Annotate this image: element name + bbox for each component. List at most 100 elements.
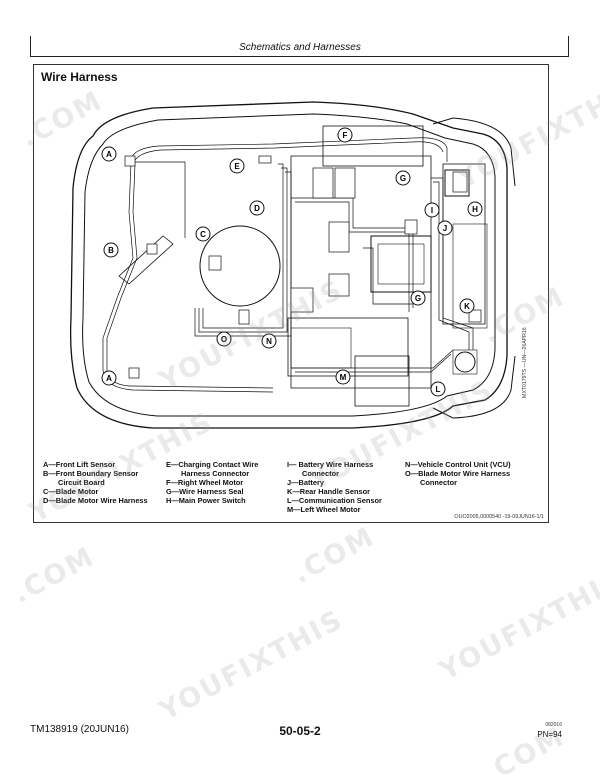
callout-b: B <box>103 242 119 258</box>
svg-text:K: K <box>464 302 470 311</box>
legend-item-b-cont: Circuit Board <box>58 478 105 487</box>
legend-item-l: L—Communication Sensor <box>287 496 382 505</box>
legend-item-h: H—Main Power Switch <box>166 496 246 505</box>
footer-pn: PN=94 <box>537 730 562 739</box>
watermark-7: .COM <box>7 541 101 610</box>
legend-column-4: N—Vehicle Control Unit (VCU) O—Blade Mot… <box>405 460 511 487</box>
footer-page-number: 50-05-2 <box>279 724 321 738</box>
callout-k: K <box>459 298 475 314</box>
vcu-box <box>287 317 409 377</box>
svg-text:G: G <box>400 174 406 183</box>
battery-inner <box>377 243 425 285</box>
wire-harness-diagram: A A B C D E F G G H I J K L M N O <box>69 101 516 429</box>
connector-e <box>258 155 272 164</box>
callout-g-top: G <box>395 170 411 186</box>
left-wheel-motor-rect <box>354 355 410 407</box>
legend-item-f: F—Right Wheel Motor <box>166 478 244 487</box>
harness-loop-outer <box>130 137 448 162</box>
figure-title: Wire Harness <box>41 70 118 84</box>
header-rule-left <box>30 36 31 56</box>
callout-n: N <box>261 333 277 349</box>
mower-outer-shell <box>69 101 508 429</box>
harness-to-d-3 <box>194 171 292 337</box>
connector-o <box>238 309 250 325</box>
callout-o: O <box>216 331 232 347</box>
watermark-10: YOUFIXTHIS <box>434 564 600 687</box>
connector-a-bottom <box>128 367 140 379</box>
legend-item-k: K—Rear Handle Sensor <box>287 487 370 496</box>
connector-f-a <box>312 167 334 199</box>
battery-block <box>370 235 432 293</box>
connector-f-b <box>334 167 356 199</box>
blade-motor-circle <box>199 225 281 307</box>
connector-left-a <box>290 287 314 313</box>
legend-item-o: O—Blade Motor Wire Harness <box>405 469 511 478</box>
front-boundary-bracket <box>118 235 174 285</box>
harness-to-d <box>202 163 284 329</box>
svg-text:O: O <box>221 335 227 344</box>
footer-small-code: 082016 <box>545 722 562 728</box>
callout-d: D <box>249 200 265 216</box>
legend-item-a: A—Front Lift Sensor <box>43 460 116 469</box>
figure-reference: OUO2005,0000540 -19-09JUN16-1/1 <box>454 514 544 520</box>
connector-h <box>452 171 468 193</box>
header-rule-right <box>568 36 569 56</box>
svg-text:A: A <box>106 150 112 159</box>
callout-e: E <box>229 158 245 174</box>
footer-doc-id: TM138919 (20JUN16) <box>30 724 129 735</box>
legend-item-e-cont: Harness Connector <box>181 469 250 478</box>
legend-item-c: C—Blade Motor <box>43 487 99 496</box>
svg-text:F: F <box>343 131 348 140</box>
svg-text:E: E <box>234 162 240 171</box>
watermark-9: YOUFIXTHIS <box>154 604 349 727</box>
svg-text:L: L <box>436 385 441 394</box>
svg-text:C: C <box>200 230 206 239</box>
callout-l: L <box>430 381 446 397</box>
connector-b <box>146 243 158 255</box>
connector-k <box>468 309 482 323</box>
legend-item-m: M—Left Wheel Motor <box>287 505 361 514</box>
svg-text:H: H <box>472 205 478 214</box>
connector-center-b <box>328 273 350 297</box>
callout-a-top: A <box>101 146 117 162</box>
bottom-connector <box>290 327 352 369</box>
svg-text:D: D <box>254 204 260 213</box>
harness-loop-outer-2 <box>132 141 444 165</box>
watermark-8: .COM <box>287 521 381 590</box>
legend-column-3: I— Battery Wire Harness Connector J—Batt… <box>287 460 382 514</box>
callout-f: F <box>337 127 353 143</box>
callout-m: M <box>335 369 351 385</box>
harness-bottom <box>291 349 454 369</box>
comm-sensor-rect <box>452 349 478 375</box>
section-title: Schematics and Harnesses <box>239 42 361 53</box>
callout-g-bottom: G <box>410 290 426 306</box>
harness-battery <box>363 247 413 305</box>
harness-to-a-front <box>131 161 186 238</box>
callout-h: H <box>467 201 483 217</box>
harness-bottom-2 <box>295 353 452 373</box>
svg-text:G: G <box>415 294 421 303</box>
svg-text:M: M <box>340 373 347 382</box>
mower-inner-shell <box>82 113 496 417</box>
figure-frame <box>33 64 549 523</box>
legend-item-o-cont: Connector <box>420 478 457 487</box>
svg-text:J: J <box>443 224 447 233</box>
connector-center-a <box>328 221 350 253</box>
legend-item-g: G—Wire Harness Seal <box>166 487 244 496</box>
rear-bumper-lower <box>432 355 516 419</box>
callout-c: C <box>195 226 211 242</box>
callout-j: J <box>437 220 453 236</box>
legend-item-i-cont: Connector <box>302 469 339 478</box>
svg-text:I: I <box>431 206 433 215</box>
svg-text:A: A <box>106 374 112 383</box>
harness-right-2 <box>433 181 470 350</box>
right-wheel-motor-rect <box>322 125 424 167</box>
legend-item-n: N—Vehicle Control Unit (VCU) <box>405 460 511 469</box>
comm-sensor-circle <box>454 351 476 373</box>
legend-item-i: I— Battery Wire Harness <box>287 460 374 469</box>
legend-item-b: B—Front Boundary Sensor <box>43 469 139 478</box>
switch-inner-box <box>452 223 488 329</box>
connector-i <box>404 219 418 235</box>
figure-side-code: MXT0179TS —UN—26APR16 <box>522 327 528 398</box>
legend-item-d: D—Blade Motor Wire Harness <box>43 496 148 505</box>
